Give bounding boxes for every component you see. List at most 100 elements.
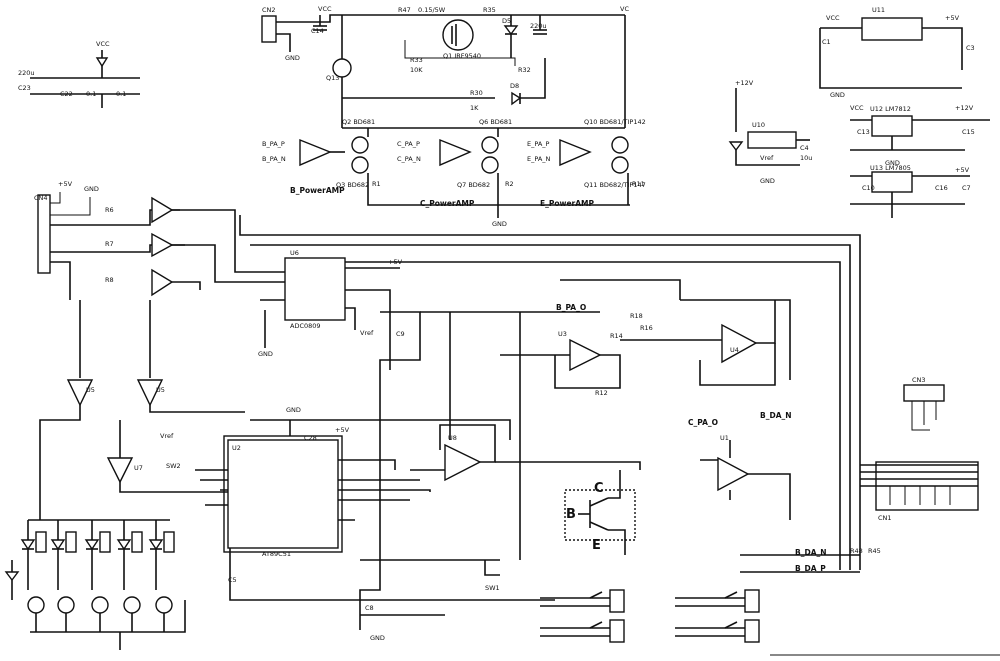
c-pa-o-label: C_PA_O — [688, 418, 718, 427]
drive-transistor — [123, 596, 141, 614]
switch-block — [675, 619, 760, 643]
driver-stage: B_PA_P B_PA_N Q2 BD681 Q3 BD682 R1 B_Pow… — [262, 118, 646, 228]
bottom-gnd-label: GND — [370, 634, 385, 642]
q11-transistor — [611, 156, 629, 174]
driver-gnd-label: GND — [492, 220, 507, 228]
u12-out-label: +12V — [955, 104, 974, 112]
d5-diode — [503, 25, 519, 36]
q6-label: Q6 BD681 — [479, 118, 512, 126]
b-da-n-label: B_DA_N — [795, 548, 827, 557]
sw2-label: SW2 — [166, 462, 181, 470]
r12-label: R12 — [595, 389, 608, 397]
q13-label: Q13 — [326, 74, 339, 82]
base-letter: B — [566, 507, 576, 522]
r11-label: R11 — [632, 180, 645, 188]
c7-label: C7 — [962, 184, 971, 192]
r30-label: R30 — [470, 89, 483, 97]
q2-label: Q2 BD681 — [342, 118, 375, 126]
u1-opamp — [717, 456, 750, 492]
u10-supply-label: +12V — [735, 79, 754, 87]
c8-label: C8 — [365, 604, 374, 612]
bottom-resistor-row: C8 GND SW1 SW2 — [166, 462, 500, 642]
cn4-gnd-label: GND — [84, 185, 99, 193]
c21-value: 0.1 — [86, 90, 96, 98]
u8-label: U8 — [448, 434, 457, 442]
vcc-label: VCC — [318, 5, 332, 13]
adc-u6-label: U6 — [290, 249, 299, 257]
led-diode — [84, 539, 100, 551]
switch-ic — [609, 589, 625, 613]
e-power-label: E_PowerAMP — [540, 199, 595, 208]
r48-label: R48 — [850, 547, 863, 555]
r33-label: R33 — [410, 56, 423, 64]
b-da-p-label: B_DA_P — [795, 564, 826, 573]
u11-label: U11 — [872, 6, 885, 14]
led-diode — [116, 539, 132, 551]
mcu-name: AT89C51 — [262, 550, 291, 558]
u13-regulator — [871, 171, 913, 193]
u12-in-label: VCC — [850, 104, 864, 112]
d8-led — [511, 91, 522, 106]
mcu-u2-label: U2 — [232, 444, 241, 452]
c16-label: C16 — [935, 184, 948, 192]
d10-diode — [4, 571, 20, 582]
cn3-label: CN3 — [912, 376, 926, 384]
regulators: U11 VCC +5V GND C3 C1 U12 LM7812 VCC +12… — [728, 6, 990, 218]
q7-label: Q7 BD682 — [457, 181, 490, 189]
u5d-buffer — [136, 379, 164, 407]
switch-ic — [609, 619, 625, 643]
input-buffers: CN4 +5V GND R6 R7 R8 U5 U5 U7 — [34, 180, 285, 520]
switch-ic — [744, 619, 760, 643]
d2-diode — [95, 57, 109, 68]
u12-regulator — [871, 115, 913, 137]
switch-block — [540, 589, 625, 613]
left-top-caps: VCC 220u C23 C22 0.1 0.1 — [18, 40, 140, 108]
diode-resistor — [131, 531, 143, 553]
c-pa-p-label: C_PA_P — [397, 140, 420, 148]
emitter-letter: E — [592, 538, 601, 553]
adc-vref-label: Vref — [360, 329, 374, 337]
drive-transistor — [155, 596, 173, 614]
u12-label: U12 LM7812 — [870, 105, 911, 113]
u5a-label: U5 — [86, 386, 95, 394]
q1-mosfet — [442, 19, 474, 51]
drive-transistor — [91, 596, 109, 614]
adc-block: U6 ADC0809 GND +5V Vref C9 — [258, 249, 405, 370]
b-pa-p-label: B_PA_P — [262, 140, 285, 148]
c1-label: C1 — [822, 38, 831, 46]
c-driver-buffer — [439, 138, 472, 167]
right-connectors: CN3 CN1 — [875, 376, 979, 522]
r1-label: R1 — [372, 180, 381, 188]
c23-label: C23 — [18, 84, 31, 92]
r30-value: 1K — [470, 104, 479, 112]
diode-resistor — [99, 531, 111, 553]
r7-label: R7 — [105, 240, 114, 248]
r47-value: 0.15/5W — [418, 6, 446, 14]
u5a-buffer — [66, 379, 94, 407]
cn2-label: CN2 — [262, 6, 276, 14]
r45-label: R45 — [868, 547, 881, 555]
switch-ic — [744, 589, 760, 613]
r16-label: R16 — [640, 324, 653, 332]
transistor-symbol-figure: C B E — [564, 470, 636, 555]
r8-label: R8 — [105, 276, 114, 284]
u13-out-label: +5V — [955, 166, 970, 174]
diode-resistor — [163, 531, 175, 553]
c9-label: C9 — [396, 330, 405, 338]
u11-gnd-label: GND — [830, 91, 845, 99]
adc-gnd-label: GND — [258, 350, 273, 358]
mcu-gnd-label: GND — [286, 406, 301, 414]
diode-channel — [148, 520, 175, 632]
switch-block — [675, 589, 760, 613]
mcu-block: U2 AT89C51 GND +5V C28 Vref C5 — [160, 406, 555, 601]
c5-label: C5 — [228, 576, 237, 584]
q10-transistor — [611, 136, 629, 154]
u4-opamp — [721, 323, 758, 364]
top-power-stage: CN2 GND VCC VC C14 R47 0.15/5W Q1 IRF954… — [261, 5, 629, 129]
diode-channel — [84, 520, 111, 632]
u9a-buffer — [151, 196, 174, 224]
u7-label: U7 — [134, 464, 143, 472]
r2-label: R2 — [505, 180, 514, 188]
drive-transistor — [57, 596, 75, 614]
vcc-left-label: VCC — [96, 40, 110, 48]
